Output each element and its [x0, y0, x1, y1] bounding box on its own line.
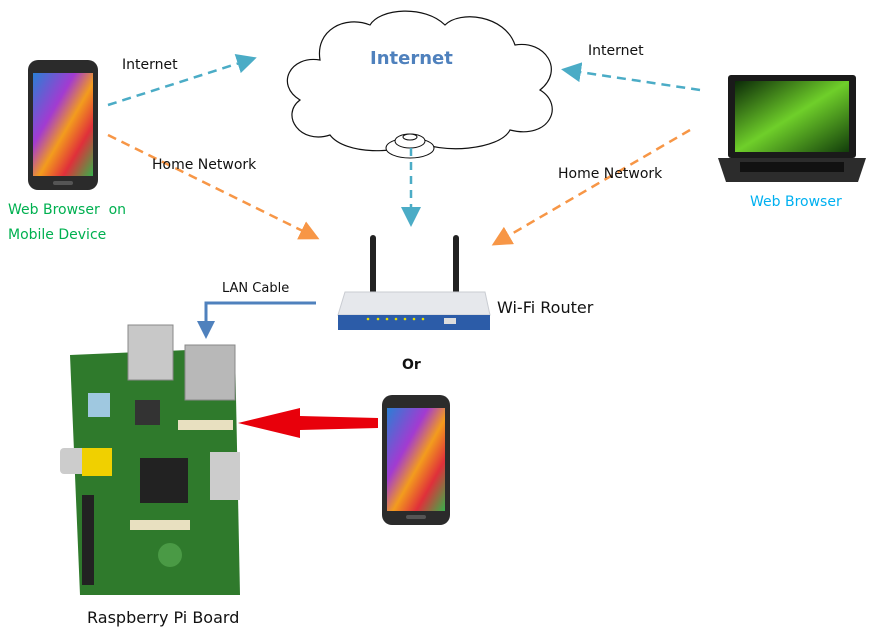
mobile-phone-icon-direct: [382, 395, 450, 525]
phone-home-network-link: [107, 133, 320, 240]
mobile-browser-label-line2: Mobile Device: [8, 227, 107, 243]
mobile-browser-label-line1: Web Browser on: [8, 202, 127, 218]
laptop-browser-label: Web Browser: [750, 194, 842, 210]
lan-cable-link: [197, 301, 316, 339]
router-label: Wi-Fi Router: [497, 298, 594, 317]
cloud-title: Internet: [370, 48, 453, 69]
internet-cloud-icon: [287, 10, 553, 159]
raspberry-pi-board-icon: [60, 324, 240, 595]
laptop-home-network-label: Home Network: [558, 166, 663, 182]
laptop-icon: [718, 75, 866, 182]
phone-internet-label: Internet: [122, 57, 178, 73]
laptop-internet-link: [561, 62, 701, 92]
phone-home-network-label: Home Network: [152, 157, 257, 173]
raspberry-pi-label: Raspberry Pi Board: [87, 608, 240, 627]
laptop-home-network-link: [491, 128, 691, 246]
or-label: Or: [402, 357, 421, 373]
phone-internet-link: [107, 54, 257, 107]
laptop-internet-label: Internet: [588, 43, 644, 59]
wifi-router-icon: [337, 235, 491, 330]
lan-cable-label: LAN Cable: [222, 281, 290, 296]
mobile-phone-icon: [28, 60, 98, 190]
direct-connection-arrow: [238, 408, 378, 438]
